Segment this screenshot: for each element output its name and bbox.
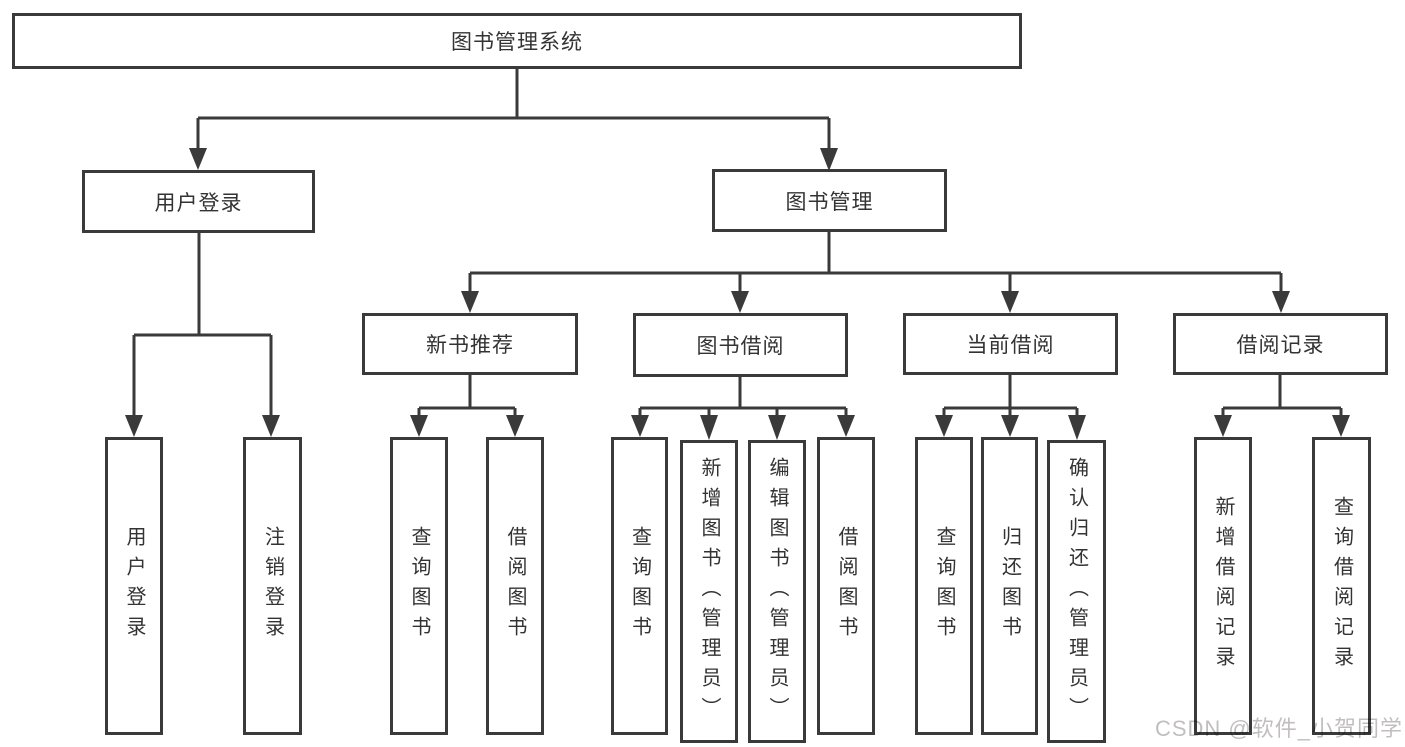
- node-label: 图书借阅: [696, 335, 785, 358]
- node-label: 用户登录: [154, 191, 243, 215]
- node-new-book-recommend: 新书推荐: [362, 313, 578, 375]
- leaf-query-books-recommend: 查询图书: [390, 437, 448, 735]
- arrow-down-icon: [1001, 291, 1019, 313]
- arrow-down-icon: [461, 291, 479, 313]
- arrow-down-icon: [1272, 291, 1290, 313]
- leaf-label: 注销登录: [261, 526, 284, 646]
- node-borrow-records: 借阅记录: [1173, 313, 1388, 375]
- leaf-logout: 注销登录: [243, 437, 302, 735]
- node-user-login: 用户登录: [82, 170, 315, 233]
- connector-book-management-to-level2: [461, 232, 1290, 313]
- arrow-down-icon: [506, 415, 524, 437]
- leaf-label: 借阅图书: [835, 526, 857, 646]
- leaf-label: 新增借阅记录: [1212, 496, 1234, 676]
- node-label: 当前借阅: [966, 334, 1055, 357]
- arrow-down-icon: [410, 415, 428, 437]
- leaf-query-books-borrow: 查询图书: [611, 437, 668, 735]
- arrow-down-icon: [700, 415, 718, 440]
- connector-user-login-to-leaves: [125, 233, 280, 437]
- node-label: 新书推荐: [426, 334, 514, 357]
- arrow-down-icon: [1001, 415, 1019, 437]
- leaf-user-login: 用户登录: [105, 437, 163, 735]
- connector-new-book-recommend-to-leaves: [410, 375, 524, 437]
- connector-root-to-level1: [189, 69, 838, 171]
- leaf-label: 借阅图书: [504, 526, 526, 646]
- leaf-query-books-current: 查询图书: [915, 437, 973, 735]
- arrow-down-icon: [125, 415, 143, 437]
- leaf-edit-books-admin: 编辑图书（管理员）: [748, 440, 806, 743]
- arrow-down-icon: [1332, 415, 1350, 437]
- leaf-label: 查询图书: [933, 526, 955, 646]
- arrow-down-icon: [731, 291, 749, 313]
- node-label: 图书管理系统: [451, 31, 583, 54]
- arrow-down-icon: [1068, 415, 1086, 440]
- leaf-label: 查询图书: [408, 526, 430, 646]
- arrow-down-icon: [768, 415, 786, 440]
- leaf-borrow-books-recommend: 借阅图书: [486, 437, 544, 735]
- node-label: 图书管理: [785, 190, 874, 214]
- leaf-add-books-admin: 新增图书（管理员）: [680, 440, 738, 743]
- connector-current-borrow-to-leaves: [935, 375, 1086, 440]
- arrow-down-icon: [189, 148, 207, 170]
- leaf-label: 用户登录: [123, 526, 145, 646]
- connector-borrow-records-to-leaves: [1214, 375, 1350, 437]
- arrow-down-icon: [837, 415, 855, 437]
- arrow-down-icon: [1214, 415, 1232, 437]
- leaf-label: 查询图书: [628, 526, 651, 646]
- leaf-label: 查询借阅记录: [1330, 496, 1353, 676]
- leaf-label: 新增图书（管理员）: [698, 456, 720, 727]
- leaf-borrow-books: 借阅图书: [817, 437, 875, 735]
- node-label: 借阅记录: [1236, 334, 1325, 357]
- connector-book-borrow-to-leaves: [631, 377, 855, 440]
- arrow-down-icon: [262, 415, 280, 437]
- leaf-label: 编辑图书（管理员）: [766, 456, 788, 727]
- leaf-label: 归还图书: [998, 526, 1021, 646]
- csdn-watermark: CSDN @软件_小贺同学: [1154, 716, 1403, 741]
- node-book-management: 图书管理: [712, 169, 947, 232]
- node-current-borrow: 当前借阅: [903, 313, 1118, 375]
- node-system-root: 图书管理系统: [12, 13, 1022, 69]
- leaf-add-borrow-record: 新增借阅记录: [1194, 437, 1252, 735]
- leaf-confirm-return-admin: 确认归还（管理员）: [1047, 440, 1106, 743]
- arrow-down-icon: [935, 415, 953, 437]
- arrow-down-icon: [631, 415, 649, 437]
- leaf-label: 确认归还（管理员）: [1065, 456, 1088, 727]
- leaf-query-borrow-record: 查询借阅记录: [1312, 437, 1371, 735]
- leaf-return-books: 归还图书: [981, 437, 1038, 735]
- node-book-borrow: 图书借阅: [633, 313, 848, 377]
- arrow-down-icon: [820, 148, 838, 171]
